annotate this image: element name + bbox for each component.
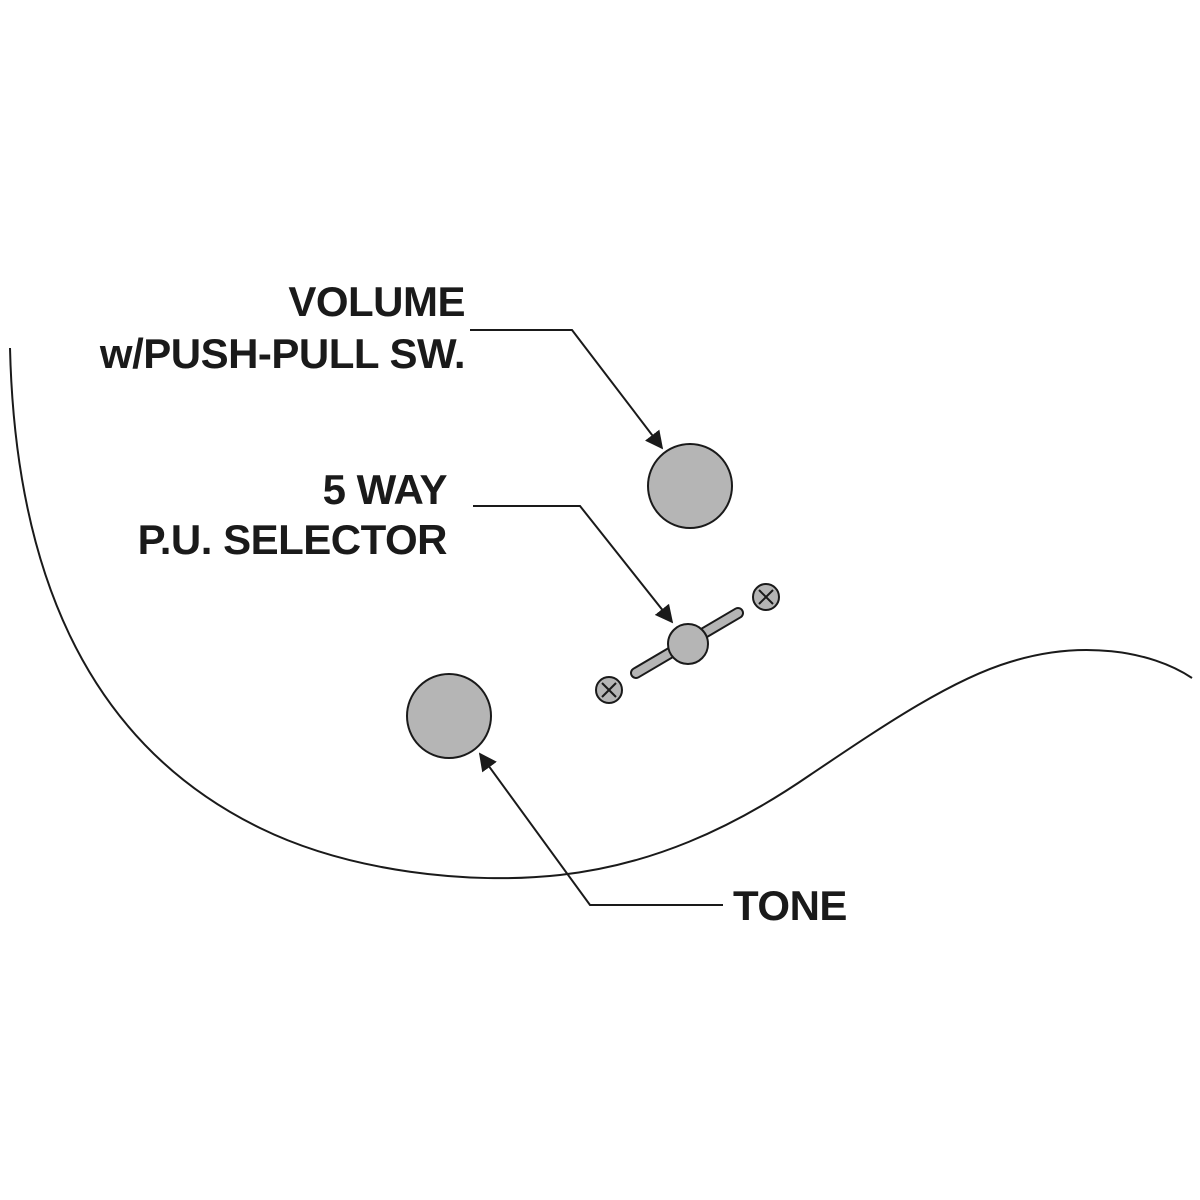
selector-label: 5 WAY P.U. SELECTOR [138, 466, 448, 563]
screw-icon [595, 676, 623, 704]
volume-label-line1: VOLUME [288, 278, 465, 325]
tone-label: TONE [733, 882, 847, 929]
selector-tip [667, 623, 709, 665]
volume-label: VOLUME w/PUSH-PULL SW. [99, 278, 466, 377]
body-outline [9, 347, 1193, 880]
pickup-selector-switch [630, 607, 744, 679]
volume-leader-arrow [470, 329, 664, 450]
volume-knob [647, 443, 733, 529]
volume-label-line2: w/PUSH-PULL SW. [99, 330, 465, 377]
selector-label-line1: 5 WAY [323, 466, 448, 513]
selector-leader-arrow [473, 505, 674, 624]
tone-knob [406, 673, 492, 759]
tone-leader-arrow [478, 752, 723, 906]
screw-icon [752, 583, 780, 611]
selector-label-line2: P.U. SELECTOR [138, 516, 448, 563]
